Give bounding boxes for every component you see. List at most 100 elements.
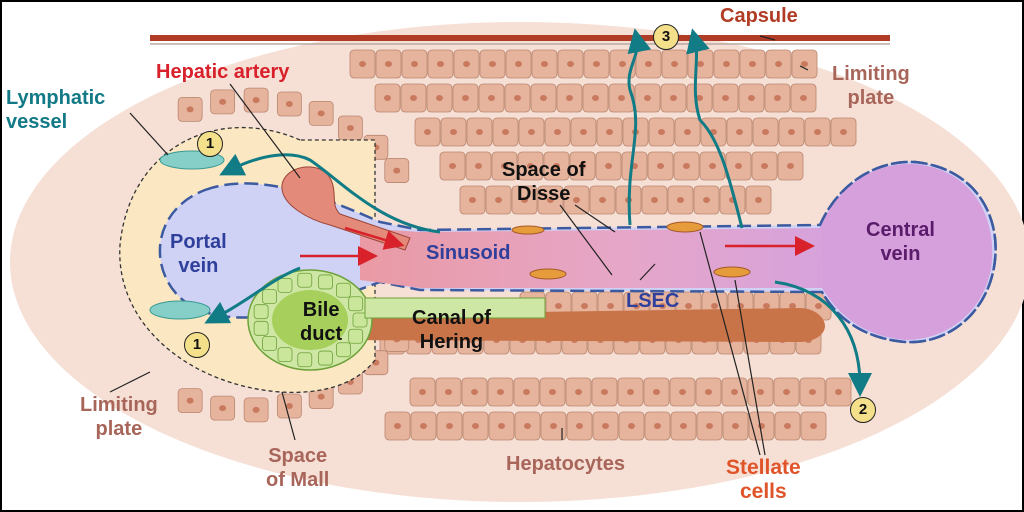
- hepatocyte-cell: [693, 185, 720, 215]
- lymphatic-vessel-label: Lymphatic vessel: [6, 87, 106, 133]
- hepatic-artery-vessel: [281, 166, 411, 251]
- hepatocyte-cell: [435, 377, 462, 407]
- hepatocyte-cell: [569, 151, 596, 181]
- lymph-flow-arrows: [204, 28, 872, 397]
- hepatocyte-cell: [349, 49, 376, 79]
- hepatocyte-cell: [673, 151, 700, 181]
- hepatocyte-cell: [595, 151, 622, 181]
- hepatocyte-cell: [426, 83, 453, 113]
- hepatocyte-cell: [453, 49, 480, 79]
- hepatocyte-cell: [276, 91, 302, 117]
- limiting-plate-left-label: Limiting plate: [80, 394, 158, 440]
- bile-duct-cell: [277, 277, 293, 293]
- hepatocyte-cell: [726, 117, 753, 147]
- hepatocyte-cell: [687, 49, 714, 79]
- space-of-disse-label: Space of Disse: [502, 159, 586, 205]
- hepatocyte-cell: [591, 377, 618, 407]
- hepatocyte-cell: [517, 151, 544, 181]
- hepatic-artery-label: Hepatic artery: [156, 61, 290, 83]
- hepatocyte-cell: [617, 377, 644, 407]
- hepatocyte-cell: [563, 185, 590, 215]
- hepatocyte-cell: [643, 377, 670, 407]
- hepatocyte-cell: [511, 185, 538, 215]
- blood-flow-arrows: [300, 226, 815, 266]
- hepatocyte-cell: [210, 395, 236, 421]
- hepatocyte-cell: [384, 158, 410, 183]
- hepatocyte-cell: [400, 83, 427, 113]
- bile-duct-group: [247, 269, 546, 371]
- hepatocyte-cell: [830, 117, 857, 147]
- capsule-band: [150, 35, 890, 41]
- hepatocyte-cell: [725, 151, 752, 181]
- hepatocyte-cell: [439, 151, 466, 181]
- hepatocyte-cell: [621, 151, 648, 181]
- hepatocyte-cell: [461, 377, 488, 407]
- hepatocyte-cell: [799, 377, 826, 407]
- central-vein-label: Central vein: [866, 219, 935, 265]
- hepatocytes-label: Hepatocytes: [506, 453, 625, 475]
- hepatocyte-cell: [791, 49, 818, 79]
- hepatocyte-cell: [790, 83, 817, 113]
- hepatocyte-cell: [514, 411, 541, 441]
- hepatocyte-cell: [764, 83, 791, 113]
- bile-duct-cell: [318, 274, 333, 290]
- hepatocyte-cell: [540, 411, 567, 441]
- hepatocyte-cell: [452, 83, 479, 113]
- hepatocyte-cell: [491, 151, 518, 181]
- hepatocyte-cell: [634, 83, 661, 113]
- hepatocyte-cell: [530, 83, 557, 113]
- hepatocyte-cell: [738, 83, 765, 113]
- bile-duct-cell: [336, 342, 351, 358]
- hepatocyte-cell: [557, 49, 584, 79]
- stellate-cells-label: Stellate cells: [726, 456, 801, 503]
- hepatocyte-cell: [747, 377, 774, 407]
- hepatocyte-cell: [492, 117, 519, 147]
- bile-duct-cell: [253, 320, 269, 336]
- hepatocyte-cell: [722, 411, 749, 441]
- hepatocyte-cell: [712, 83, 739, 113]
- hepatocyte-cell: [592, 411, 619, 441]
- hepatocyte-cell: [686, 83, 713, 113]
- hepatocyte-cell: [243, 397, 269, 423]
- hepatocyte-cell: [177, 96, 203, 122]
- hepatocyte-cell: [644, 411, 671, 441]
- hepatocyte-cell: [505, 49, 532, 79]
- hepatocyte-cell: [778, 117, 805, 147]
- sinusoid-label: Sinusoid: [426, 242, 511, 264]
- bile-duct-cell: [336, 282, 351, 298]
- limiting-plate-right-label: Limiting plate: [832, 63, 910, 109]
- hepatocyte-cell: [773, 377, 800, 407]
- hepatocyte-cell: [583, 49, 610, 79]
- bile-duct-cell: [262, 289, 277, 304]
- hepatocyte-cell: [308, 101, 334, 126]
- hepatocyte-cell: [745, 185, 772, 215]
- central-vein-lumen: [820, 163, 993, 340]
- hepatocyte-cell: [751, 151, 778, 181]
- bile-duct-cell: [348, 296, 364, 312]
- hepatocyte-cell: [465, 151, 492, 181]
- hepatocyte-cell: [608, 83, 635, 113]
- hepatocyte-cell: [410, 411, 437, 441]
- hepatocyte-cell: [210, 89, 236, 115]
- hepatocyte-cell: [661, 49, 688, 79]
- space-of-mall-label: Space of Mall: [266, 445, 330, 491]
- hepatocyte-cell: [485, 185, 512, 215]
- hepatocyte-cell: [582, 83, 609, 113]
- hepatocyte-cell: [565, 377, 592, 407]
- central-vein-wall: [818, 160, 997, 344]
- bile-duct-cell: [348, 328, 364, 344]
- badge-1-bottom: 1: [184, 332, 210, 358]
- capsule-label: Capsule: [720, 5, 798, 27]
- hepatocyte-cell: [699, 151, 726, 181]
- lymphatic-vessel-bottom: [149, 300, 211, 320]
- hepatocyte-cell: [177, 388, 203, 414]
- hepatocyte-cell: [462, 411, 489, 441]
- hepatocyte-cell: [660, 83, 687, 113]
- hepatocyte-cell: [427, 49, 454, 79]
- hepatocyte-cell: [504, 83, 531, 113]
- hepatocyte-cell: [713, 49, 740, 79]
- hepatocyte-cell: [531, 49, 558, 79]
- hepatocyte-cell: [459, 185, 486, 215]
